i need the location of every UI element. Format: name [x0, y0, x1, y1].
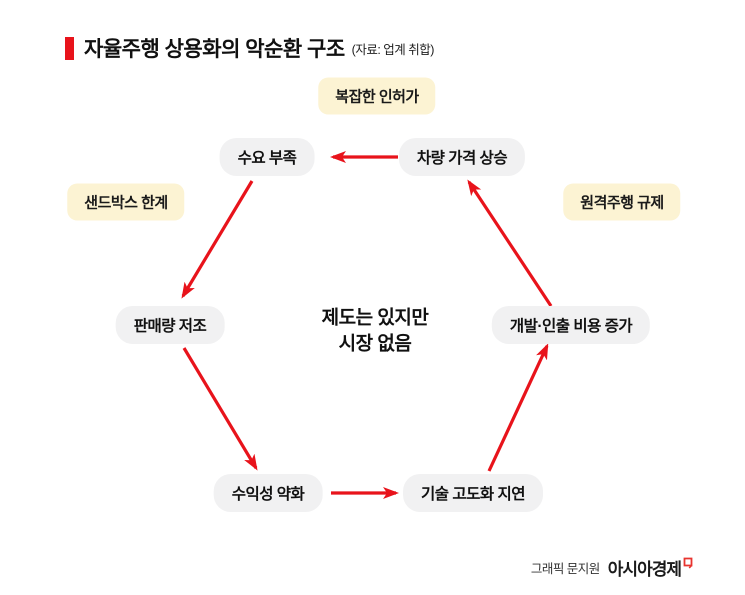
arrow-sales-to-profit — [182, 347, 258, 471]
center-caption: 제도는 있지만 시장 없음 — [322, 305, 429, 356]
node-tech-delay: 기술 고도화 지연 — [403, 474, 543, 512]
header: 자율주행 상용화의 악순환 구조 (자료: 업계 취합) — [65, 33, 434, 63]
credit-text: 그래픽 문지원 — [530, 562, 600, 576]
center-caption-line2: 시장 없음 — [338, 333, 412, 354]
footer-credit: 그래픽 문지원 아시아경제 — [531, 555, 693, 580]
brand-logo-mark-icon — [683, 557, 693, 569]
arrow-demand-to-sales — [181, 180, 254, 299]
factor-remote-driving-regulation: 원격주행 규제 — [563, 183, 681, 221]
title-accent-bar — [65, 36, 74, 60]
node-cost-increase: 개발·인출 비용 증가 — [491, 306, 651, 344]
brand-logo-text: 아시아경제 — [607, 560, 682, 579]
node-weak-profitability: 수익성 약화 — [213, 474, 323, 512]
node-demand-shortage: 수요 부족 — [219, 138, 315, 176]
node-price-increase: 차량 가격 상승 — [398, 138, 526, 176]
node-low-sales: 판매량 저조 — [115, 306, 225, 344]
page-title: 자율주행 상용화의 악순환 구조 — [84, 38, 345, 61]
source-note: (자료: 업계 취합) — [351, 42, 435, 57]
arrow-tech-to-cost — [487, 343, 549, 472]
factor-complex-permits: 복잡한 인허가 — [318, 77, 436, 115]
factor-sandbox-limits: 샌드박스 한계 — [67, 183, 185, 221]
center-caption-line1: 제도는 있지만 — [321, 307, 429, 329]
arrow-cost-to-price — [467, 179, 553, 307]
